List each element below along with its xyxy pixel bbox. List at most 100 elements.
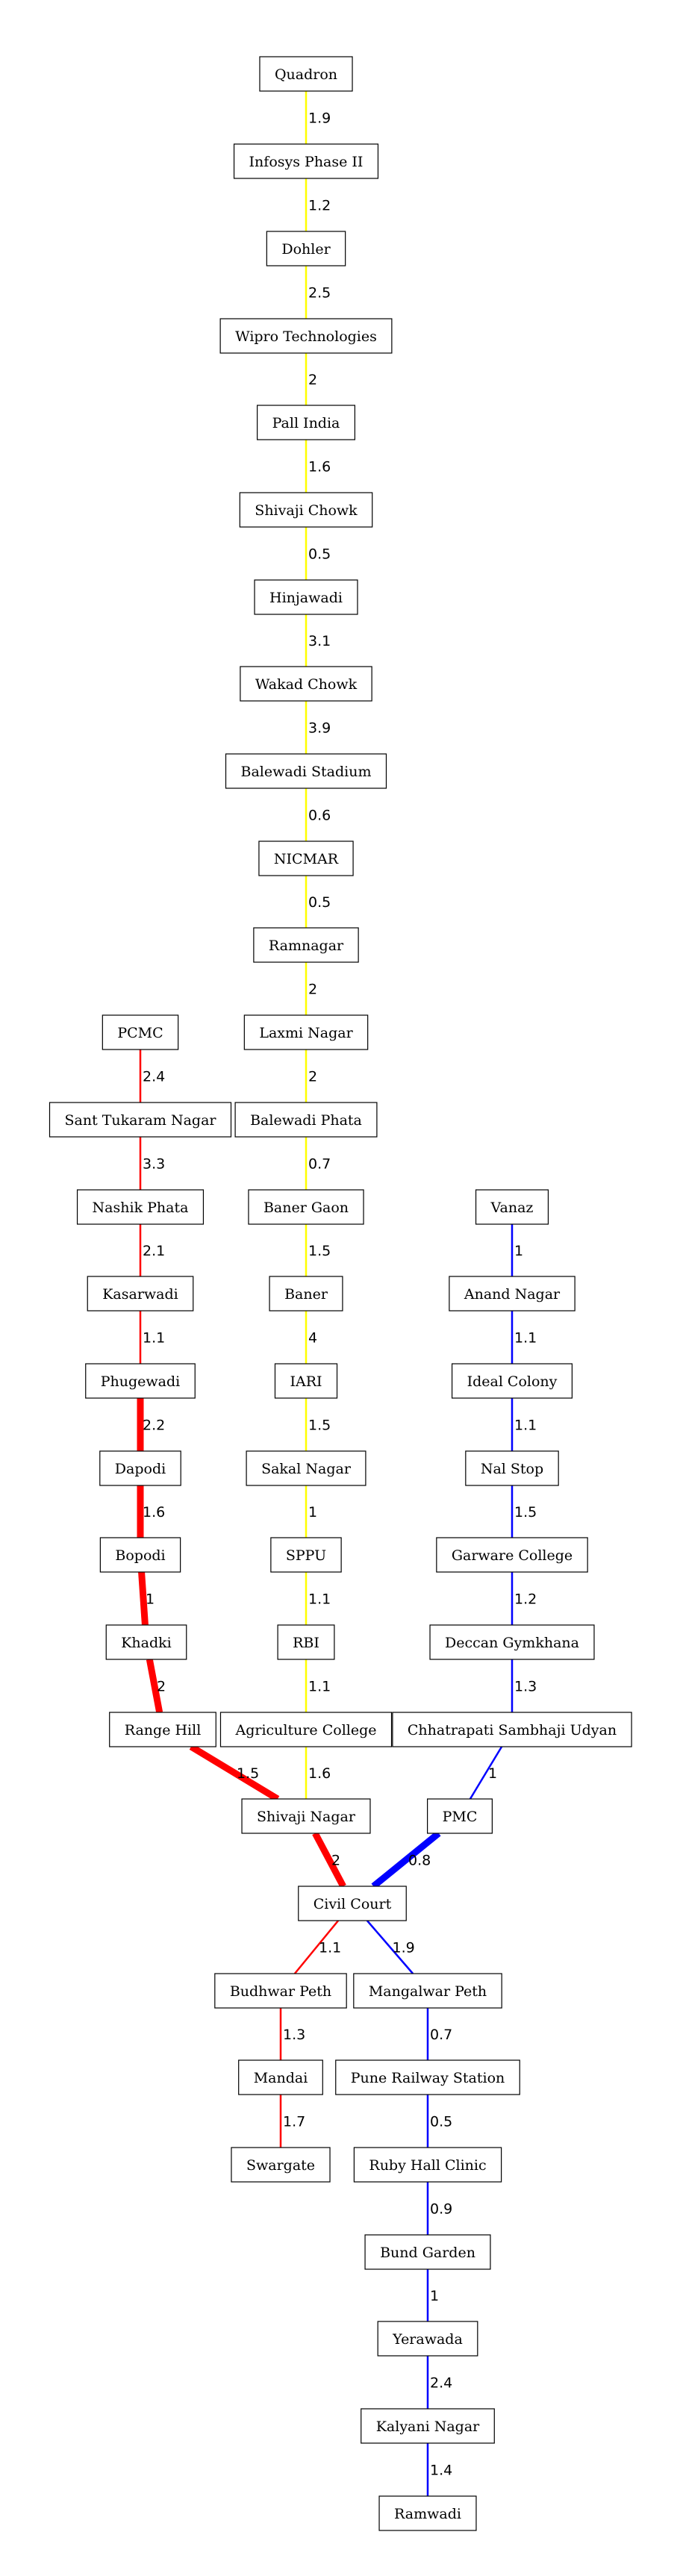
station-box <box>258 841 354 876</box>
station-phugewadi: Phugewadi <box>85 1363 196 1399</box>
station-label: Bopodi <box>115 1547 165 1564</box>
edge-distance-label: 3.9 <box>308 720 331 737</box>
station-label: RBI <box>293 1635 319 1651</box>
edge-distance-label: 1.1 <box>319 1940 341 1956</box>
station-dohler: Dohler <box>266 231 346 266</box>
station-label: Civil Court <box>314 1896 392 1912</box>
station-label: NICMAR <box>274 851 339 867</box>
edge-distance-label: 0.8 <box>408 1853 431 1869</box>
edge-pmc-civil <box>371 1830 441 1889</box>
station-khadki: Khadki <box>105 1624 187 1660</box>
station-label: IARI <box>290 1373 322 1390</box>
station-box <box>274 1363 338 1399</box>
station-box <box>246 1450 366 1486</box>
station-label: Laxmi Nagar <box>259 1025 353 1041</box>
station-box <box>231 2147 331 2183</box>
station-box <box>214 1973 347 2009</box>
edge-distance-label: 1.6 <box>308 459 331 475</box>
edge-distance-label: 4 <box>308 1330 317 1347</box>
edge-distance-label: 2.5 <box>308 285 331 302</box>
edge-distance-label: 2.1 <box>143 1243 165 1259</box>
station-box <box>378 2495 477 2531</box>
station-rubyhall: Ruby Hall Clinic <box>353 2147 502 2183</box>
station-infosys: Infosys Phase II <box>233 143 379 179</box>
station-label: Baner Gaon <box>263 1200 349 1216</box>
station-label: PMC <box>443 1809 478 1825</box>
station-sakal: Sakal Nagar <box>246 1450 366 1486</box>
edge-khadki-rangehill <box>146 1659 163 1713</box>
station-label: Balewadi Stadium <box>241 764 372 780</box>
station-shivajinagar: Shivaji Nagar <box>241 1798 371 1834</box>
edge-distance-label: 0.5 <box>430 2114 452 2130</box>
station-box <box>241 1798 371 1834</box>
edge-distance-label: 0.9 <box>430 2201 452 2218</box>
station-box <box>219 318 393 354</box>
station-box <box>427 1798 493 1834</box>
station-pcmc: PCMC <box>102 1014 179 1050</box>
edge-distance-label: 1.5 <box>237 1765 259 1782</box>
station-box <box>335 2059 520 2095</box>
station-box <box>109 1712 216 1747</box>
station-label: Hinjawadi <box>269 590 343 606</box>
station-deccan: Deccan Gymkhana <box>429 1624 595 1660</box>
station-box <box>266 231 346 266</box>
station-label: Yerawada <box>392 2331 463 2348</box>
station-label: Balewadi Phata <box>250 1112 362 1129</box>
station-box <box>234 1102 378 1138</box>
station-sambhaji: Chhatrapati Sambhaji Udyan <box>392 1712 632 1747</box>
edge-distance-label: 1.4 <box>430 2463 452 2479</box>
edge-distance-label: 0.6 <box>308 808 331 824</box>
station-label: Swargate <box>246 2157 315 2174</box>
station-box <box>105 1624 187 1660</box>
station-garware: Garware College <box>436 1537 588 1573</box>
station-label: Nashik Phata <box>93 1200 189 1216</box>
station-label: Sant Tukaram Nagar <box>65 1112 217 1129</box>
station-nalstop: Nal Stop <box>465 1450 559 1486</box>
station-box <box>451 1363 573 1399</box>
station-label: Kasarwadi <box>102 1286 178 1303</box>
station-label: Mangalwar Peth <box>369 1983 487 2000</box>
station-rangehill: Range Hill <box>109 1712 216 1747</box>
station-label: Mandai <box>254 2070 308 2086</box>
edge-distance-label: 1.2 <box>514 1591 537 1608</box>
edge-distance-label: 0.5 <box>308 894 331 911</box>
station-wakad: Wakad Chowk <box>240 666 372 702</box>
edge-civil-mangalwar <box>366 1920 414 1974</box>
station-box <box>254 579 358 615</box>
station-box <box>377 2321 478 2357</box>
edge-distance-label: 1.1 <box>308 1679 331 1695</box>
station-box <box>219 1712 393 1747</box>
station-baner: Baner <box>269 1276 343 1312</box>
station-box <box>269 1276 343 1312</box>
station-railway: Pune Railway Station <box>335 2059 520 2095</box>
station-bopodi: Bopodi <box>99 1537 181 1573</box>
station-label: Agriculture College <box>234 1722 376 1738</box>
station-budhwar: Budhwar Peth <box>214 1973 347 2009</box>
station-pmc: PMC <box>427 1798 493 1834</box>
edge-distance-label: 0.7 <box>308 1156 331 1173</box>
edge-distance-label: 3.3 <box>143 1156 165 1173</box>
station-vanaz: Vanaz <box>475 1189 549 1225</box>
edge-distance-label: 1 <box>308 1504 317 1521</box>
station-civil: Civil Court <box>298 1886 407 1921</box>
edge-distance-label: 1.6 <box>143 1504 165 1521</box>
station-balewadiphata: Balewadi Phata <box>234 1102 378 1138</box>
station-kasarwadi: Kasarwadi <box>87 1276 194 1312</box>
edge-distance-label: 2 <box>308 1069 317 1085</box>
station-kalyani: Kalyani Nagar <box>361 2408 495 2444</box>
station-box <box>465 1450 559 1486</box>
station-box <box>248 1189 364 1225</box>
edges-layer <box>137 91 514 2496</box>
station-box <box>243 1014 369 1050</box>
station-box <box>253 927 359 963</box>
edge-distance-label: 1.1 <box>143 1330 165 1347</box>
station-label: Vanaz <box>490 1200 534 1216</box>
station-iari: IARI <box>274 1363 338 1399</box>
station-label: Pune Railway Station <box>351 2070 505 2086</box>
edge-distance-label: 1.9 <box>308 110 331 127</box>
station-wipro: Wipro Technologies <box>219 318 393 354</box>
station-label: Quadron <box>275 66 337 83</box>
edge-distance-label: 1 <box>146 1591 155 1608</box>
